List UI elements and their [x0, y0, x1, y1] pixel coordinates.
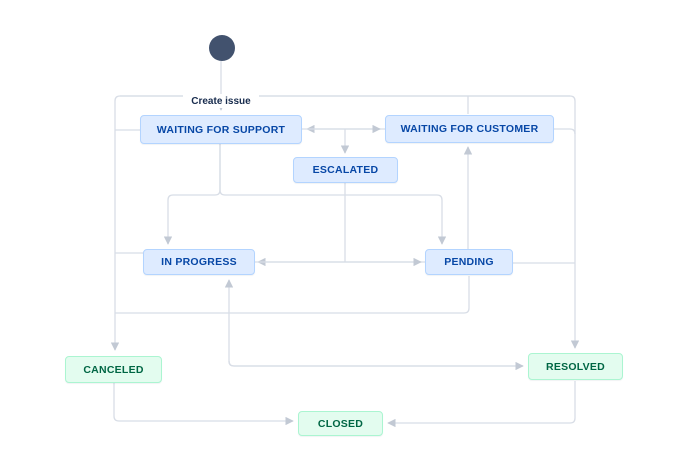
- edge-canceled-to-closed: [113, 383, 294, 426]
- status-canceled[interactable]: CANCELED: [65, 356, 162, 383]
- status-resolved[interactable]: RESOLVED: [528, 353, 623, 380]
- edge-to-inprogress-bottom: [224, 279, 523, 367]
- edge-resolved-to-closed: [387, 381, 576, 428]
- status-in-progress[interactable]: IN PROGRESS: [143, 249, 255, 275]
- edge-wfc-right-join: [554, 128, 576, 135]
- edge-pending-bottom-loop: [115, 276, 470, 314]
- status-escalated[interactable]: ESCALATED: [293, 157, 398, 183]
- status-waiting-for-support[interactable]: WAITING FOR SUPPORT: [140, 115, 302, 144]
- edge-outer-left-to-canceled: [110, 95, 570, 351]
- create-issue-transition-label[interactable]: Create issue: [183, 94, 259, 108]
- status-waiting-for-customer[interactable]: WAITING FOR CUSTOMER: [385, 115, 554, 143]
- start-node[interactable]: [209, 35, 235, 61]
- edge-wfs-to-pending: [219, 144, 447, 245]
- status-pending[interactable]: PENDING: [425, 249, 513, 275]
- edge-outer-right-to-resolved: [120, 95, 580, 349]
- edge-to-resolved-left: [228, 360, 524, 371]
- edge-wfs-to-inprogress: [163, 144, 221, 245]
- status-closed[interactable]: CLOSED: [298, 411, 383, 436]
